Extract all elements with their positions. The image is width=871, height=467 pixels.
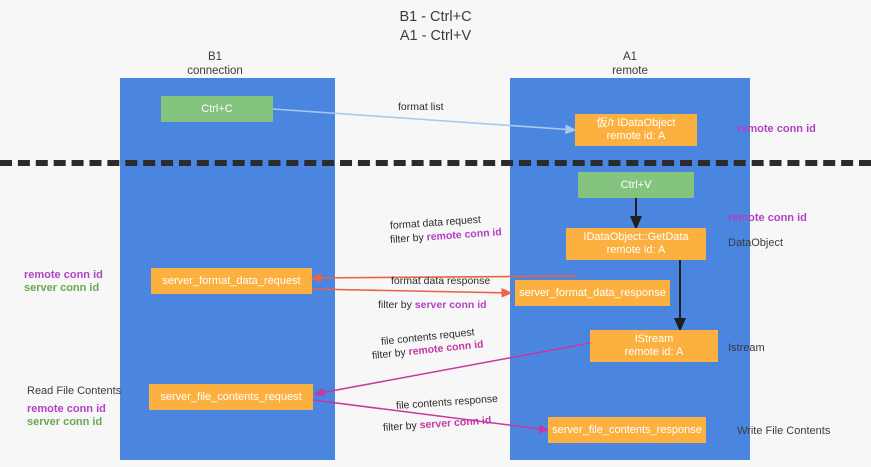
right-label-write-file-contents: Write File Contents xyxy=(737,425,831,437)
node-server-format-data-request-label: server_format_data_request xyxy=(162,274,301,287)
right-label-dataobject: DataObject xyxy=(728,237,784,249)
node-idataobject[interactable]: 仮/ז IDataObject remote id: A xyxy=(575,114,697,146)
left-label-server-conn-id: server conn id xyxy=(24,282,100,294)
node-server-file-contents-request-label: server_file_contents_request xyxy=(160,390,302,403)
node-server-format-data-response-label: server_format_data_response xyxy=(519,286,666,299)
node-server-format-data-response[interactable]: server_format_data_response xyxy=(515,280,670,306)
edge-label-file-contents-response-filter: filter by server conn id xyxy=(383,413,492,435)
filter-prefix: filter by xyxy=(382,419,421,434)
left-label-remote-conn-id: remote conn id xyxy=(24,269,103,281)
node-idataobject-line1: 仮/ז IDataObject xyxy=(596,117,676,129)
filter-prefix: filter by xyxy=(389,231,428,246)
edge-label-file-contents-response-text: file contents response xyxy=(395,392,499,412)
node-ctrl-v-label: Ctrl+V xyxy=(620,178,652,191)
filter-value-server-conn-id: server conn id xyxy=(414,299,487,311)
node-istream-line1: IStream xyxy=(634,333,674,345)
right-label-remote-conn-id-mid: remote conn id xyxy=(728,212,807,224)
page-title: B1 - Ctrl+C A1 - Ctrl+V xyxy=(399,9,472,44)
edge-label-format-list-text: format list xyxy=(398,101,444,113)
edge-label-format-data-response: format data response xyxy=(391,274,490,288)
node-getdata-line1: IDataObject::GetData xyxy=(583,231,689,243)
node-ctrl-c[interactable]: Ctrl+C xyxy=(161,96,273,122)
right-label-istream: Istream xyxy=(728,342,765,354)
filter-value-server-conn-id: server conn id xyxy=(419,414,492,432)
filter-prefix: filter by xyxy=(378,299,415,311)
lane-title-b1: B1 connection xyxy=(187,51,243,77)
left-label-read-file-contents: Read File Contents xyxy=(27,385,122,397)
filter-prefix: filter by xyxy=(371,346,410,362)
node-ctrl-v[interactable]: Ctrl+V xyxy=(578,172,694,198)
lane-title-a1: A1 remote xyxy=(612,51,648,77)
node-server-file-contents-response[interactable]: server_file_contents_response xyxy=(548,417,706,443)
node-istream[interactable]: IStream remote id: A xyxy=(590,330,718,362)
node-idataobject-line2: remote id: A xyxy=(606,130,666,142)
filter-value-remote-conn-id: remote conn id xyxy=(426,226,503,244)
node-getdata-line2: remote id: A xyxy=(606,244,666,256)
node-istream-line2: remote id: A xyxy=(624,346,684,358)
node-ctrl-c-label: Ctrl+C xyxy=(201,102,233,115)
edge-label-file-contents-response: file contents response xyxy=(396,392,499,413)
edge-label-format-data-response-text: format data response xyxy=(391,275,491,287)
left-label-remote-conn-id-2: remote conn id xyxy=(27,403,106,415)
left-label-server-conn-id-2: server conn id xyxy=(27,416,103,428)
node-server-format-data-request[interactable]: server_format_data_request xyxy=(151,268,312,294)
section-divider xyxy=(0,160,871,166)
node-getdata[interactable]: IDataObject::GetData remote id: A xyxy=(566,228,706,260)
edge-label-format-data-response-filter: filter by server conn id xyxy=(378,298,487,312)
node-server-file-contents-response-label: server_file_contents_response xyxy=(552,423,702,436)
right-label-remote-conn-id-top: remote conn id xyxy=(737,123,816,135)
edge-label-format-list: format list xyxy=(398,100,444,114)
node-server-file-contents-request[interactable]: server_file_contents_request xyxy=(149,384,313,410)
